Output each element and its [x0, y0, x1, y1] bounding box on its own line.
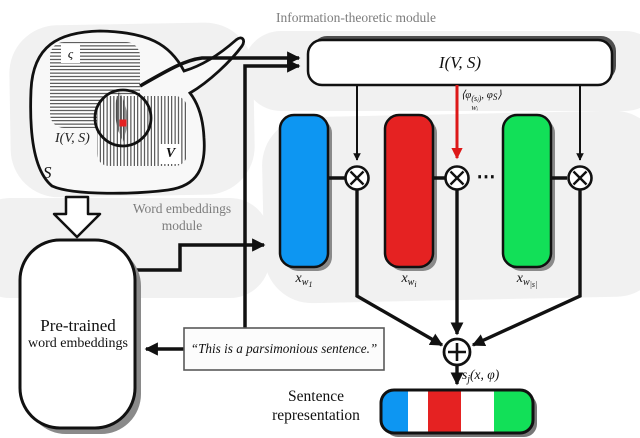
output-label-sub: j [467, 374, 471, 385]
word-vector-label-i: xwi [385, 271, 433, 289]
venn-red-point [119, 119, 127, 127]
word-vector-label-1: xw1 [280, 271, 328, 289]
output-label-base: s [462, 367, 468, 382]
pretrained-box-shape [18, 238, 141, 434]
word-vector-label-s: xw|s| [503, 271, 551, 289]
sum-converging-lines [355, 190, 582, 386]
multiply-operator-1 [344, 165, 370, 191]
info-drop-lines [353, 85, 584, 161]
coupling-label: ⟨φ(sⱼ)wᵢ, φS⟩ [461, 88, 502, 113]
venn-mutual-info-label: I(V, S) [55, 131, 90, 146]
output-label: sj(x, φ) [462, 367, 500, 385]
sum-operator [442, 337, 472, 367]
arrow-pretrained-to-wordvector [135, 238, 266, 272]
coupling-open: ⟨φ [461, 89, 472, 101]
sentence-representation-bar [379, 388, 537, 437]
pretrained-line2: word embeddings [28, 336, 128, 351]
venn-sentence-label-box [61, 44, 80, 63]
output-segment-1 [381, 390, 408, 433]
venn-outer-label: S [43, 163, 52, 182]
coupling-sup: (sⱼ) [471, 94, 482, 103]
sentence-box-shape [183, 327, 385, 371]
coupling-mid: , φ [481, 89, 493, 101]
wvs-subsub: |s| [529, 280, 538, 289]
venn-sentence-set-label: ς [67, 45, 74, 61]
output-caption-line1: Sentence [288, 388, 344, 405]
coupling-sub: wᵢ [471, 102, 478, 112]
wvi-subsub: i [414, 280, 417, 289]
venn-diagram [29, 29, 245, 195]
arrow-sentence-to-infobox [243, 59, 301, 328]
pretrained-box-label: Pre-trained word embeddings [22, 240, 134, 428]
pretrained-line1: Pre-trained [40, 316, 116, 335]
ellipsis-dots: ⋯ [476, 166, 496, 188]
coupling-supsub: (sⱼ)wᵢ [471, 94, 482, 113]
wvs-base: x [516, 271, 524, 286]
output-segment-4 [461, 390, 494, 433]
venn-mutual-info-circle [93, 88, 153, 148]
multiply-operators [344, 165, 593, 191]
venn-vocab-set-label: V [165, 146, 176, 161]
word-vector-bar-s [501, 113, 553, 269]
embed-module-title: Word embeddings module [122, 201, 242, 235]
wvi-sub: w [407, 277, 415, 288]
wvi-base: x [401, 271, 408, 286]
block-arrow-down-icon [52, 195, 102, 239]
embed-module-title-line1: Word embeddings [132, 201, 232, 216]
output-segment-2 [408, 390, 428, 433]
word-vector-bars [278, 113, 555, 271]
sentence-box-text: “This is a parsimonious sentence.” [190, 341, 378, 356]
wvs-sub: w [523, 277, 530, 288]
output-label-rest: (x, φ) [470, 367, 500, 382]
arrow-venn-to-infobox [139, 51, 301, 88]
wv1-sub: w [301, 277, 309, 288]
output-caption: Sentence representation [254, 387, 378, 426]
word-vector-bar-1 [278, 113, 330, 269]
embed-module-title-line2: module [161, 217, 203, 233]
multiply-operator-i [444, 165, 470, 191]
wv1-subsub: 1 [308, 280, 313, 289]
venn-intersection-leaf [115, 92, 128, 142]
info-module-title: Information-theoretic module [275, 10, 437, 25]
infobox-label: I(V, S) [438, 52, 482, 72]
multiply-operator-s [567, 165, 593, 191]
output-segment-3 [428, 390, 461, 433]
wv1-base: x [295, 271, 302, 286]
coupling-sub2: S [492, 92, 498, 102]
word-vector-bar-i [383, 113, 435, 269]
flow-arrows [135, 51, 301, 356]
infobox-shape [306, 36, 616, 87]
output-caption-line2: representation [272, 407, 360, 425]
coupling-close: ⟩ [497, 89, 502, 101]
output-segment-5 [494, 390, 533, 433]
venn-vocab-label-box [160, 144, 181, 164]
